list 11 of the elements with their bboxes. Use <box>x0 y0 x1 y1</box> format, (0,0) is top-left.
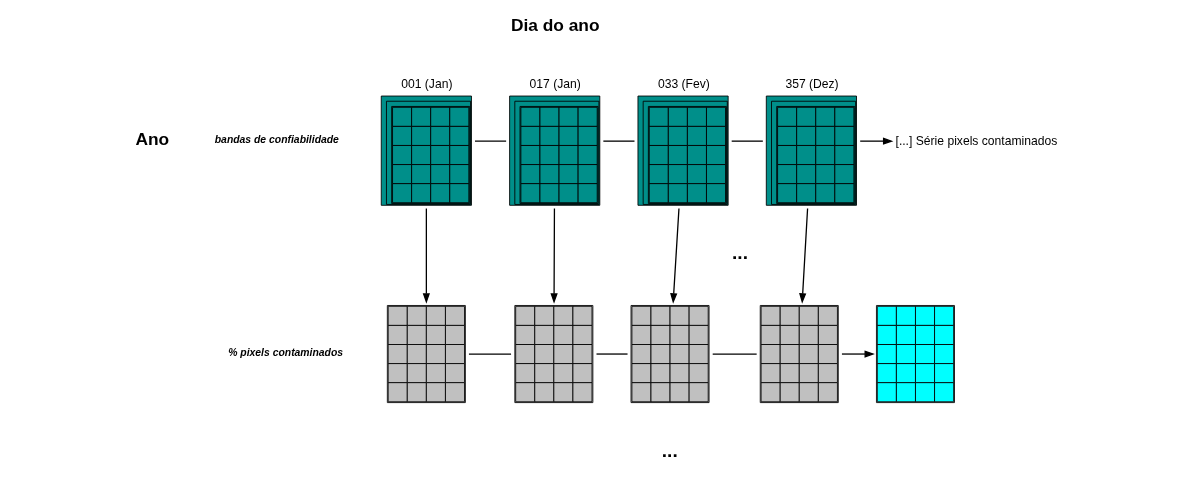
label: bandas de confiabilidade <box>214 133 339 145</box>
label: ... <box>661 439 678 461</box>
node-text: [...] Série pixels contaminados <box>895 133 1058 148</box>
label: % pixels contaminados <box>228 346 344 358</box>
node-label: 033 (Fev) <box>657 76 710 91</box>
label: ... <box>732 242 748 264</box>
node-label: 001 (Jan) <box>401 76 453 91</box>
label: Ano <box>135 128 170 149</box>
node-label: 357 (Dez) <box>785 76 839 91</box>
label: Dia do ano <box>510 14 600 35</box>
node-label: 017 (Jan) <box>529 76 581 91</box>
